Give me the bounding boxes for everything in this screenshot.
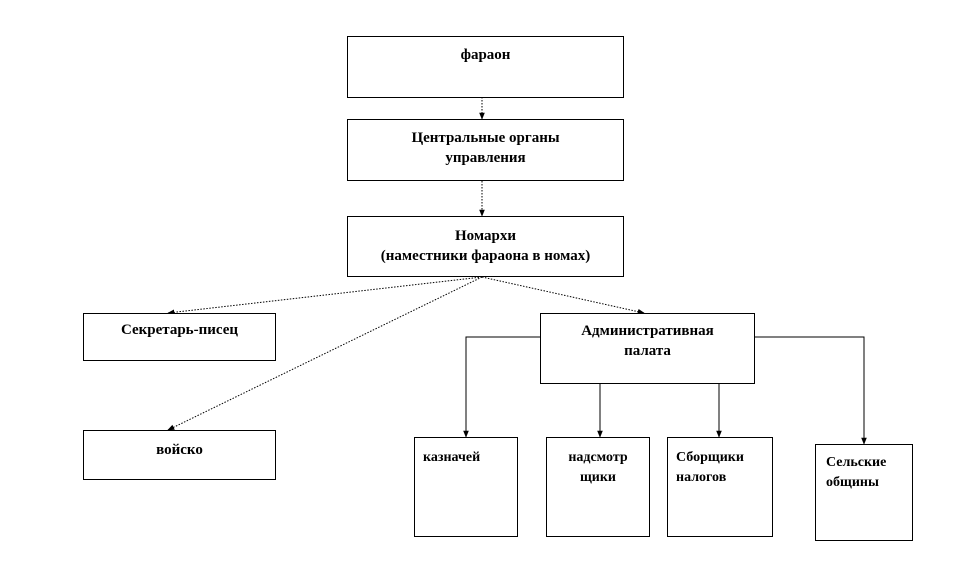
- admin-chamber-label-line2: палата: [624, 343, 671, 359]
- pharaoh-box: фараон: [347, 36, 624, 98]
- army-label: войско: [156, 442, 203, 458]
- arrow-nomarchs-to-admin: [481, 276, 645, 315]
- army-box: войско: [83, 430, 276, 480]
- overseers-label-line1: надсмотр: [568, 450, 628, 465]
- communities-label-line1: Сельские: [826, 455, 887, 470]
- arrow-admin-to-treasurer: [463, 336, 541, 438]
- tax-collectors-label-line2: налогов: [676, 470, 727, 485]
- arrow-nomarchs-to-army: [167, 276, 483, 431]
- scribe-label: Секретарь-писец: [120, 322, 239, 338]
- nomarchs-box: Номархи (наместники фараона в номах): [347, 216, 624, 277]
- arrow-admin-to-communities: [755, 336, 867, 445]
- pharaoh-label: фараон: [460, 47, 511, 63]
- central-organs-box: Центральные органы управления: [347, 119, 624, 181]
- admin-chamber-box: Административная палата: [540, 313, 755, 384]
- scribe-box: Секретарь-писец: [83, 313, 276, 361]
- central-organs-label-line2: управления: [445, 150, 526, 166]
- admin-chamber-label-line1: Административная: [581, 323, 714, 339]
- treasurer-box: казначей: [414, 437, 518, 537]
- overseers-label-line2: щики: [579, 470, 617, 485]
- treasurer-label: казначей: [423, 450, 481, 465]
- communities-label-line2: общины: [826, 475, 879, 490]
- central-organs-label-line1: Центральные органы: [411, 130, 560, 146]
- arrow-nomarchs-to-scribe: [167, 276, 483, 316]
- nomarchs-label-line2: (наместники фараона в номах): [380, 248, 591, 264]
- nomarchs-label-line1: Номархи: [455, 228, 516, 244]
- tax-collectors-label-line1: Сборщики: [676, 450, 744, 465]
- tax-collectors-box: Сборщики налогов: [667, 437, 773, 537]
- communities-box: Сельские общины: [815, 444, 913, 541]
- overseers-box: надсмотр щики: [546, 437, 650, 537]
